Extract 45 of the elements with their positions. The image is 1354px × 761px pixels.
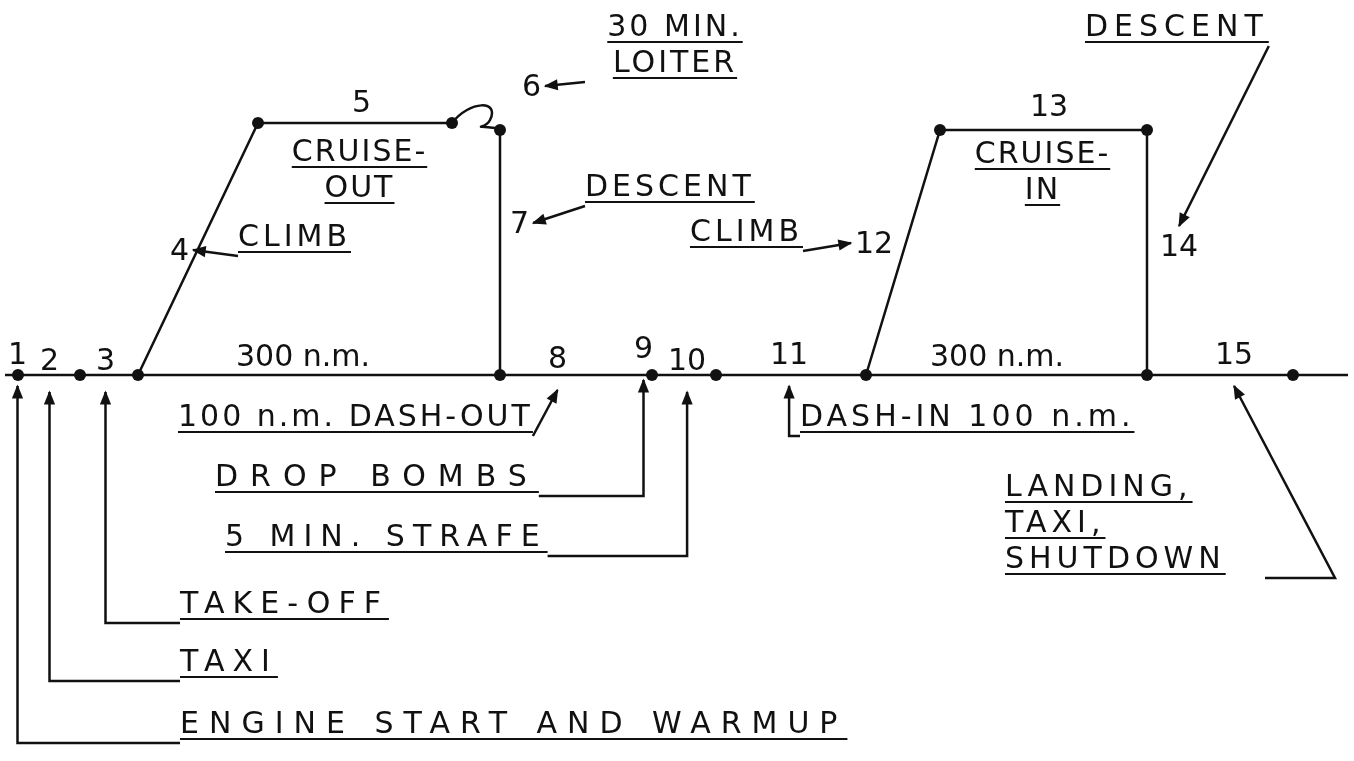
distance-label: 300 n.m.	[930, 338, 1065, 374]
segment-label: CRUISE- OUT	[290, 133, 429, 205]
point-number: 1	[8, 336, 28, 372]
point-number: 9	[634, 330, 654, 366]
distance-label: 300 n.m.	[236, 338, 371, 374]
point-number: 13	[1030, 88, 1069, 124]
segment-label: CRUISE- IN	[973, 135, 1112, 207]
leader-arrow	[802, 239, 853, 253]
callout-text: DESCENT	[1085, 8, 1269, 44]
leader-arrow	[531, 388, 559, 437]
leader-arrow	[191, 246, 239, 258]
point-number: 11	[770, 336, 809, 372]
callout-text: 5 MIN. STRAFE	[225, 518, 548, 554]
point-number: 5	[352, 84, 372, 120]
point-number: 7	[510, 205, 530, 241]
point-number: 4	[170, 232, 190, 268]
leader-arrow	[543, 79, 586, 91]
callout-text: DESCENT	[585, 168, 755, 204]
leader-arrow	[1178, 45, 1270, 228]
leader-arrow	[783, 384, 800, 438]
point-number: 10	[668, 342, 707, 378]
callout-text: CLIMB	[238, 218, 351, 254]
callout-text: TAXI	[180, 643, 278, 679]
leader-arrow	[547, 390, 693, 558]
point-number: 15	[1215, 336, 1254, 372]
leader-arrow	[99, 390, 180, 625]
point-number: 14	[1160, 228, 1199, 264]
point-number: 6	[522, 68, 542, 104]
leader-arrow	[538, 378, 650, 498]
callout-text: LANDING, TAXI, SHUTDOWN	[1005, 468, 1265, 576]
point-number: 3	[96, 342, 116, 378]
callout-text: 100 n.m. DASH-OUT	[178, 398, 533, 434]
callout-text: DASH-IN 100 n.m.	[800, 398, 1135, 434]
leader-arrow	[1233, 384, 1338, 580]
point-number: 2	[40, 342, 60, 378]
callout-text: TAKE-OFF	[180, 585, 389, 621]
callout-text: CLIMB	[690, 213, 803, 249]
leader-arrow	[43, 390, 180, 683]
point-number: 8	[548, 340, 568, 376]
leader-arrow	[11, 384, 180, 745]
callout-text: 30 MIN. LOITER	[585, 8, 765, 80]
point-number: 12	[855, 225, 894, 261]
leader-arrow	[531, 204, 586, 225]
callout-text: DROP BOMBS	[215, 458, 539, 494]
callout-text: ENGINE START AND WARMUP	[180, 705, 848, 741]
